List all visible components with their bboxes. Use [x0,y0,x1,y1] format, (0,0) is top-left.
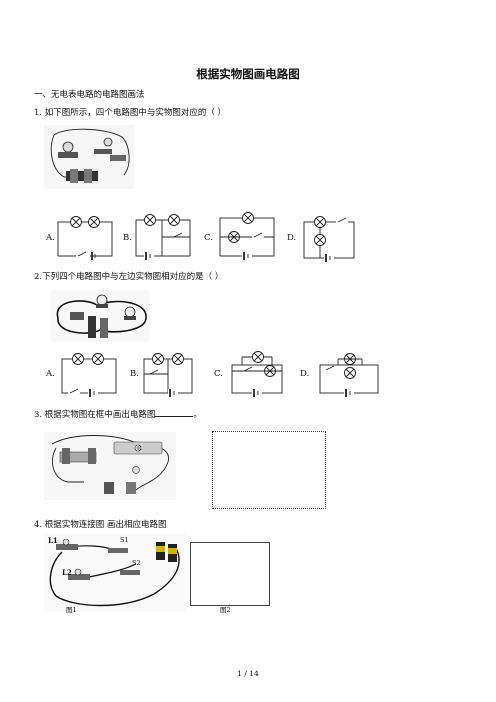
question-4-photo [44,534,186,612]
question-1-photo [44,125,134,189]
page-number: 1 / 14 [237,669,259,678]
question-4-text: 4. 根据实物连接图 画出相应电路图 [34,520,167,530]
question-1-text: 1. 如下图所示，四个电路图中与实物图对应的（ ） [34,108,227,118]
option-c-label: C. [204,233,213,243]
q1-circuit-c [219,212,275,260]
label-s1: S1 [120,536,129,544]
q2-circuit-d [319,353,379,397]
label-l1: L1 [48,536,58,545]
option-a-label-2: A. [46,369,55,379]
question-3-suffix: 。 [193,410,202,420]
question-3-photo [44,432,176,500]
question-2-photo [50,290,150,342]
option-b-label: B. [123,233,132,243]
q1-circuit-a [57,216,113,260]
option-d-label: D. [287,233,297,243]
q1-circuit-b [135,214,191,260]
page-title: 根据实物图画电路图 [196,67,300,81]
drawing-box-q3[interactable] [212,431,326,509]
question-3-text: 3. 根据实物图在框中画出电路图 。 [34,408,202,420]
q2-circuit-a [61,353,117,397]
q2-circuit-c [231,351,283,397]
figure-2-caption: 图2 [220,606,231,614]
label-l2: L2 [62,568,72,577]
option-b-label-2: B. [130,369,139,379]
option-a-label: A. [46,233,55,243]
question-3-prompt: 3. 根据实物图在框中画出电路图 [34,410,156,420]
q1-circuit-d [303,216,355,262]
section-heading: 一、无电表电路的电路图画法 [34,90,145,100]
answer-blank[interactable] [155,408,194,417]
label-s2: S2 [132,559,141,567]
figure-1-caption: 图1 [66,606,77,614]
option-c-label-2: C. [214,369,223,379]
q2-circuit-b [143,353,193,397]
drawing-box-q4[interactable] [190,542,270,606]
question-2-text: 2.下列四个电路图中与左边实物图相对应的是（ ） [34,272,224,282]
option-d-label-2: D. [300,369,310,379]
